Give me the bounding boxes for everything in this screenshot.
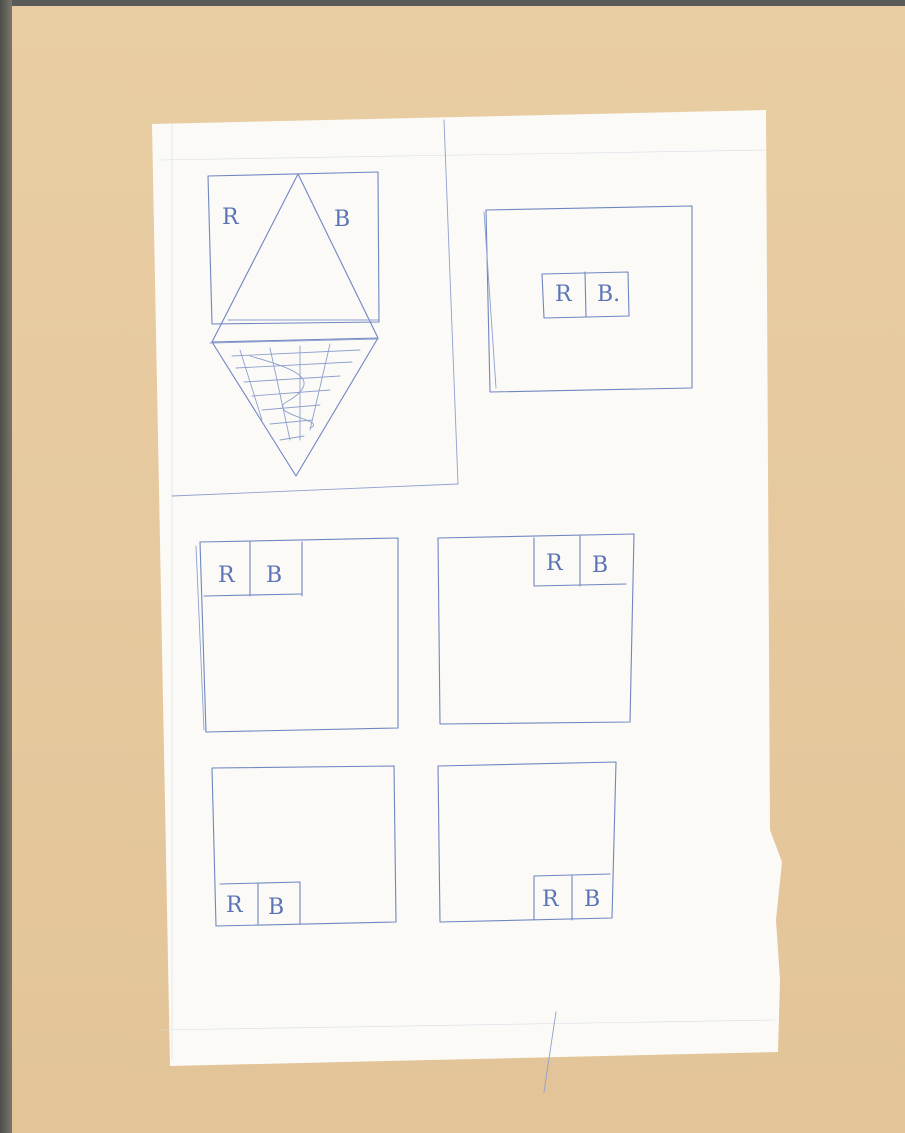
- sketch-letter-b: B: [334, 207, 350, 232]
- sketch-letter-r: R: [542, 887, 560, 912]
- sketch-letter-r: R: [546, 551, 564, 576]
- sketch-letter-r: R: [222, 205, 240, 230]
- sketch-letter-r: R: [226, 893, 244, 918]
- sketch-letter-b: B: [592, 553, 608, 578]
- sketch-letter-b: B.: [597, 282, 620, 307]
- sketch-letter-r: R: [218, 563, 236, 588]
- sketch-letter-b: B: [268, 895, 284, 920]
- sketch-letter-b: B: [584, 887, 600, 912]
- sketch-letter-b: B: [266, 563, 282, 588]
- paper-sheet: [152, 110, 782, 1066]
- sketch-letter-r: R: [555, 282, 573, 307]
